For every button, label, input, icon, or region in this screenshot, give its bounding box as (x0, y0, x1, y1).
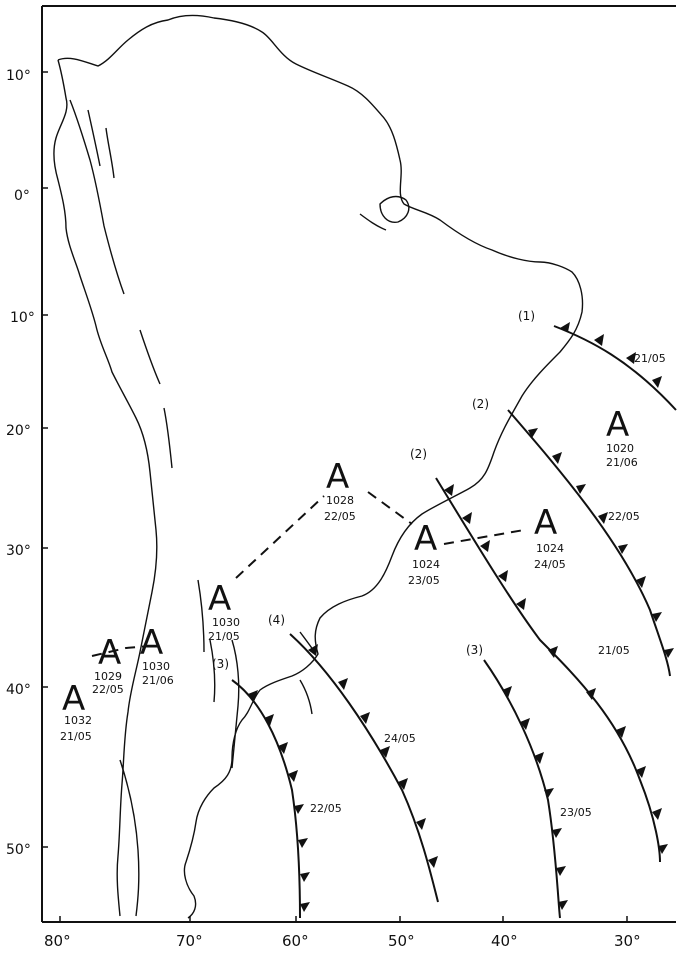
high-pressure-value: 1028 (326, 494, 354, 507)
high-centers: A 1020 21/06 A 1028 22/05 A 1024 23/05 A… (60, 405, 638, 743)
front-date-label: 23/05 (560, 806, 592, 819)
high-date: 24/05 (534, 558, 566, 571)
high-pressure-value: 1030 (142, 660, 170, 673)
high-marker: A (140, 623, 163, 663)
front-number-label: (3) (212, 657, 229, 671)
latitude-label: 10° (10, 310, 35, 326)
coastline (53, 14, 584, 919)
high-marker: A (414, 519, 437, 559)
high-marker: A (606, 405, 629, 445)
front-date-label: 21/05 (598, 644, 630, 657)
front-number-label: (4) (268, 613, 285, 627)
high-pressure-value: 1029 (94, 670, 122, 683)
front-date-label: 24/05 (384, 732, 416, 745)
front-number-label: (2) (472, 397, 489, 411)
longitude-label: 80° (44, 932, 71, 950)
front-date-label: 21/05 (634, 352, 666, 365)
front-barbs (248, 322, 674, 912)
front-date-label: 22/05 (310, 802, 342, 815)
high-date: 22/05 (92, 683, 124, 696)
longitude-labels: 80° 70° 60° 50° 40° 30° (44, 932, 641, 950)
high-date: 22/05 (324, 510, 356, 523)
amazon-delta (359, 195, 410, 231)
high-marker: A (98, 633, 121, 673)
high-marker: A (326, 457, 349, 497)
longitude-label: 40° (491, 932, 518, 950)
high-date: 21/06 (606, 456, 638, 469)
high-pressure-value: 1020 (606, 442, 634, 455)
front-number-label: (2) (410, 447, 427, 461)
latitude-label: 40° (6, 682, 31, 698)
longitude-label: 50° (388, 932, 415, 950)
front-number-label: (3) (466, 643, 483, 657)
high-pressure-value: 1030 (212, 616, 240, 629)
latitude-label: 30° (6, 543, 31, 559)
high-marker: A (62, 679, 85, 719)
latitude-label: 20° (6, 423, 31, 439)
latitude-label: 0° (14, 188, 30, 204)
high-date: 21/05 (208, 630, 240, 643)
high-marker: A (534, 503, 557, 543)
high-pressure-value: 1024 (412, 558, 440, 571)
front-date-label: 22/05 (608, 510, 640, 523)
high-pressure-value: 1032 (64, 714, 92, 727)
high-marker: A (208, 579, 231, 619)
longitude-label: 70° (176, 932, 203, 950)
high-pressure-value: 1024 (536, 542, 564, 555)
high-date: 23/05 (408, 574, 440, 587)
latitude-label: 10° (6, 68, 31, 84)
latitude-labels: 10° 0° 10° 20° 30° 40° 50° (6, 68, 35, 858)
high-pressure-track (91, 491, 525, 657)
front-labels: (1) 21/05 (2) 22/05 (2) 21/05 (3) 22/05 … (212, 309, 666, 819)
map-frame (41, 5, 676, 923)
latitude-label: 50° (6, 842, 31, 858)
front-number-label: (1) (518, 309, 535, 323)
longitude-label: 30° (614, 932, 641, 950)
longitude-label: 60° (282, 932, 309, 950)
high-date: 21/05 (60, 730, 92, 743)
high-date: 21/06 (142, 674, 174, 687)
